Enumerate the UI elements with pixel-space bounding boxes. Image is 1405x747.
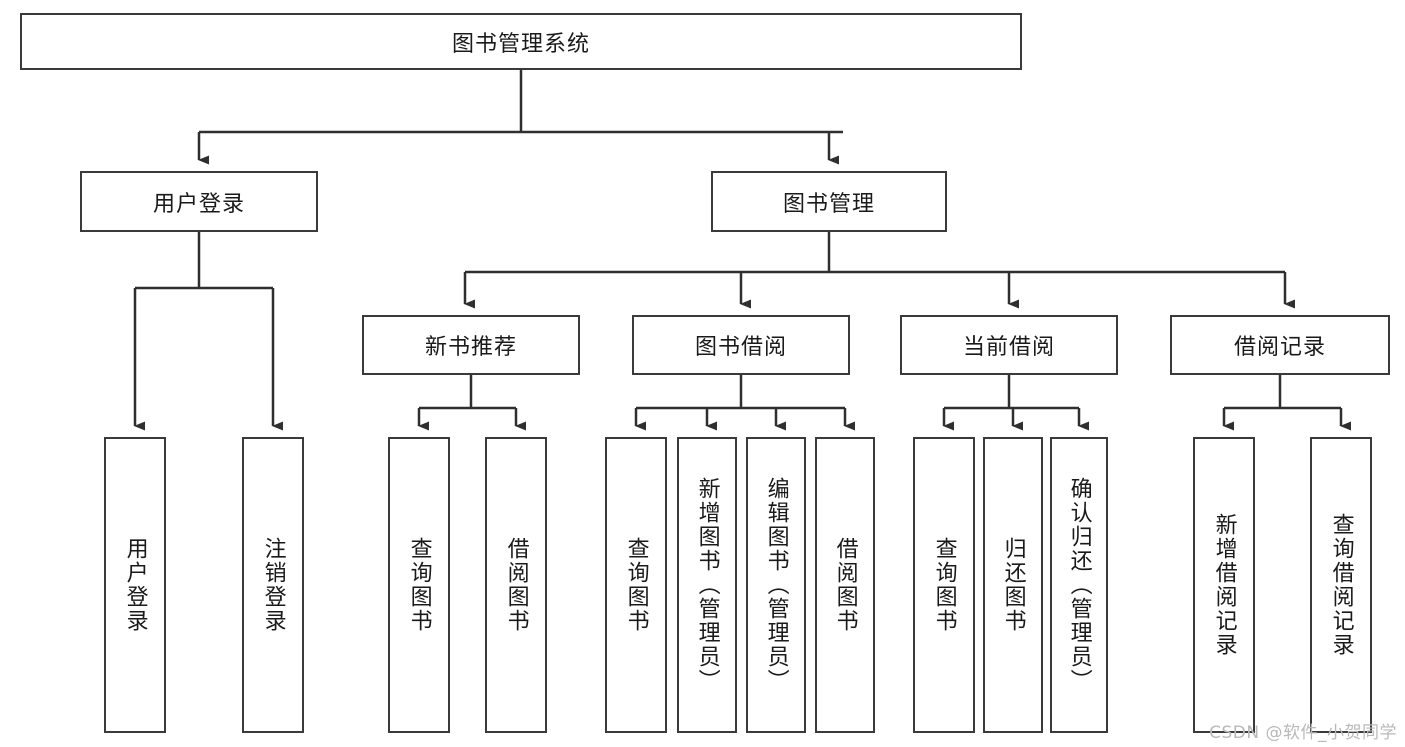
node-book-borrow-label: 图书借阅 — [694, 335, 787, 360]
watermark: CSDN @软件_小贺同学 — [1209, 723, 1397, 743]
node-borrow-record[interactable]: 借阅记录 — [1170, 315, 1390, 375]
leaf-logout-label: 注销登录 — [260, 537, 286, 633]
leaf-user-login-label: 用户登录 — [122, 537, 148, 633]
leaf-return-book[interactable]: 归还图书 — [983, 437, 1043, 733]
leaf-add-record[interactable]: 新增借阅记录 — [1193, 437, 1255, 733]
node-current-borrow[interactable]: 当前借阅 — [900, 315, 1118, 375]
leaf-borrow-book-rec-label: 借阅图书 — [503, 537, 529, 633]
leaf-borrow-book-rec[interactable]: 借阅图书 — [485, 437, 547, 733]
node-book-borrow[interactable]: 图书借阅 — [632, 315, 850, 375]
node-root[interactable]: 图书管理系统 — [20, 13, 1022, 70]
node-book-manage[interactable]: 图书管理 — [711, 171, 947, 232]
node-new-book-rec[interactable]: 新书推荐 — [362, 315, 580, 375]
leaf-add-record-label: 新增借阅记录 — [1211, 513, 1237, 657]
node-user-login-label: 用户登录 — [152, 191, 245, 217]
leaf-confirm-return[interactable]: 确认归还（管理员） — [1050, 437, 1108, 733]
leaf-edit-book[interactable]: 编辑图书（管理员） — [746, 437, 806, 733]
leaf-add-book-label: 新增图书（管理员） — [694, 477, 720, 693]
leaf-confirm-return-label: 确认归还（管理员） — [1066, 477, 1092, 693]
leaf-return-book-label: 归还图书 — [1000, 537, 1026, 633]
leaf-query-book-borrow-label: 查询图书 — [623, 537, 649, 633]
node-book-manage-label: 图书管理 — [782, 191, 875, 217]
leaf-query-book-rec[interactable]: 查询图书 — [388, 437, 450, 733]
leaf-query-book-cur[interactable]: 查询图书 — [913, 437, 975, 733]
leaf-logout[interactable]: 注销登录 — [242, 437, 304, 733]
leaf-borrow-book[interactable]: 借阅图书 — [815, 437, 875, 733]
node-root-label: 图书管理系统 — [451, 31, 590, 57]
node-user-login[interactable]: 用户登录 — [80, 171, 318, 232]
node-borrow-record-label: 借阅记录 — [1233, 335, 1326, 360]
leaf-query-record[interactable]: 查询借阅记录 — [1310, 437, 1372, 733]
node-new-book-rec-label: 新书推荐 — [424, 335, 517, 360]
leaf-borrow-book-label: 借阅图书 — [832, 537, 858, 633]
leaf-edit-book-label: 编辑图书（管理员） — [763, 477, 789, 693]
leaf-add-book[interactable]: 新增图书（管理员） — [677, 437, 737, 733]
leaf-user-login[interactable]: 用户登录 — [104, 437, 166, 733]
leaf-query-book-rec-label: 查询图书 — [406, 537, 432, 633]
leaf-query-book-cur-label: 查询图书 — [931, 537, 957, 633]
leaf-query-book-borrow[interactable]: 查询图书 — [605, 437, 667, 733]
node-current-borrow-label: 当前借阅 — [962, 335, 1055, 360]
leaf-query-record-label: 查询借阅记录 — [1328, 513, 1354, 657]
